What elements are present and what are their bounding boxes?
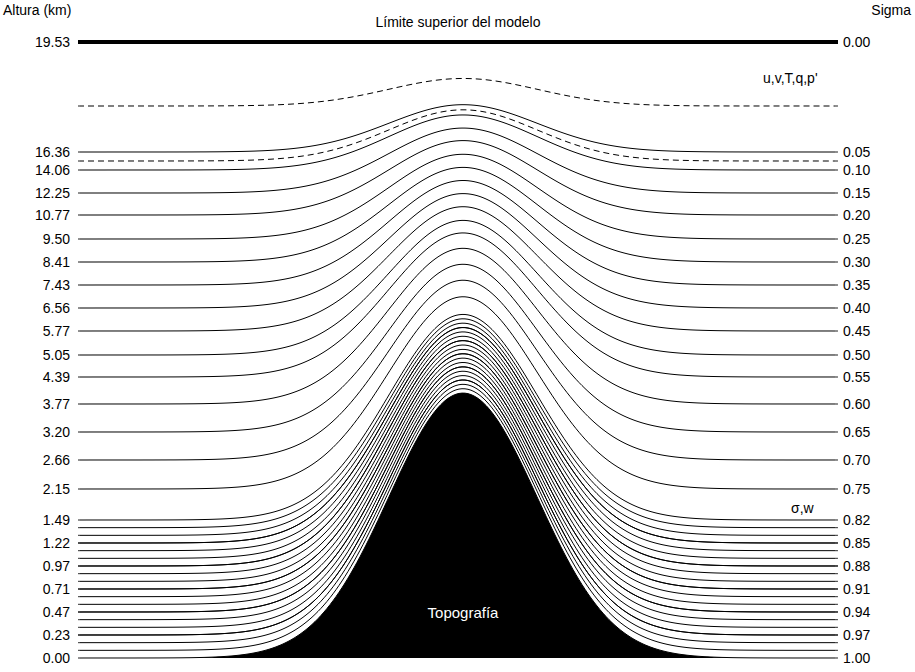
height-value: 16.36 (34, 144, 71, 160)
height-value: 0.00 (42, 650, 71, 666)
height-value: 0.97 (42, 558, 71, 574)
sigma-value: 0.70 (842, 452, 871, 468)
sigma-value: 0.85 (842, 535, 871, 551)
axis-title: Altura (km) (2, 2, 72, 18)
height-value: 4.39 (42, 369, 71, 385)
half-level-line (78, 110, 838, 161)
sigma-value: 0.05 (842, 144, 871, 160)
height-value: 3.77 (42, 396, 71, 412)
variable-label: u,v,T,q,p' (762, 70, 819, 86)
sigma-value: 0.88 (842, 558, 871, 574)
height-value: 2.15 (42, 481, 71, 497)
sigma-value: 0.00 (842, 34, 871, 50)
height-value: 12.25 (34, 185, 71, 201)
sigma-value: 0.30 (842, 254, 871, 270)
height-value: 14.06 (34, 162, 71, 178)
sigma-value: 0.15 (842, 185, 871, 201)
variable-label: σ,w (790, 500, 815, 516)
sigma-value: 0.65 (842, 424, 871, 440)
sigma-value: 0.20 (842, 207, 871, 223)
sigma-value: 0.55 (842, 369, 871, 385)
height-value: 5.77 (42, 323, 71, 339)
sigma-value: 0.50 (842, 347, 871, 363)
sigma-value: 0.82 (842, 512, 871, 528)
sigma-level-line (78, 233, 838, 377)
sigma-level-line (78, 154, 838, 239)
sigma-value: 0.35 (842, 277, 871, 293)
sigma-level-line (78, 115, 838, 170)
sigma-value: 0.40 (842, 300, 871, 316)
sigma-level-line (78, 167, 838, 262)
half-level-line (78, 78, 838, 106)
sigma-level-line (78, 180, 838, 285)
sigma-value: 0.94 (842, 604, 871, 620)
mountain-outline (200, 393, 726, 658)
height-value: 1.22 (42, 535, 71, 551)
sigma-level-line (78, 393, 838, 658)
height-value: 10.77 (34, 207, 71, 223)
sigma-level-line (78, 207, 838, 331)
sigma-value: 0.45 (842, 323, 871, 339)
sigma-value: 0.60 (842, 396, 871, 412)
sigma-value: 0.91 (842, 581, 871, 597)
axis-title: Sigma (870, 2, 912, 18)
sigma-value: 0.10 (842, 162, 871, 178)
sigma-value: 1.00 (842, 650, 871, 666)
sigma-value: 0.97 (842, 627, 871, 643)
model-top-line (78, 40, 838, 44)
height-value: 5.05 (42, 347, 71, 363)
sigma-value: 0.25 (842, 231, 871, 247)
topography-label: Topografía (428, 604, 499, 622)
topography-shape: Topografía (200, 390, 726, 660)
height-value: 6.56 (42, 300, 71, 316)
sigma-level-line (78, 220, 838, 355)
height-value: 2.66 (42, 452, 71, 468)
height-value: 0.47 (42, 604, 71, 620)
height-value: 7.43 (42, 277, 71, 293)
height-value: 0.23 (42, 627, 71, 643)
sigma-value: 0.75 (842, 481, 871, 497)
height-value: 3.20 (42, 424, 71, 440)
top-boundary-label: Límite superior del modelo (375, 14, 542, 30)
height-value: 0.71 (42, 581, 71, 597)
height-value: 9.50 (42, 231, 71, 247)
sigma-level-line (78, 194, 838, 308)
height-value: 19.53 (34, 34, 71, 50)
height-value: 1.49 (42, 512, 71, 528)
sigma-level-line (78, 141, 838, 215)
height-value: 8.41 (42, 254, 71, 270)
